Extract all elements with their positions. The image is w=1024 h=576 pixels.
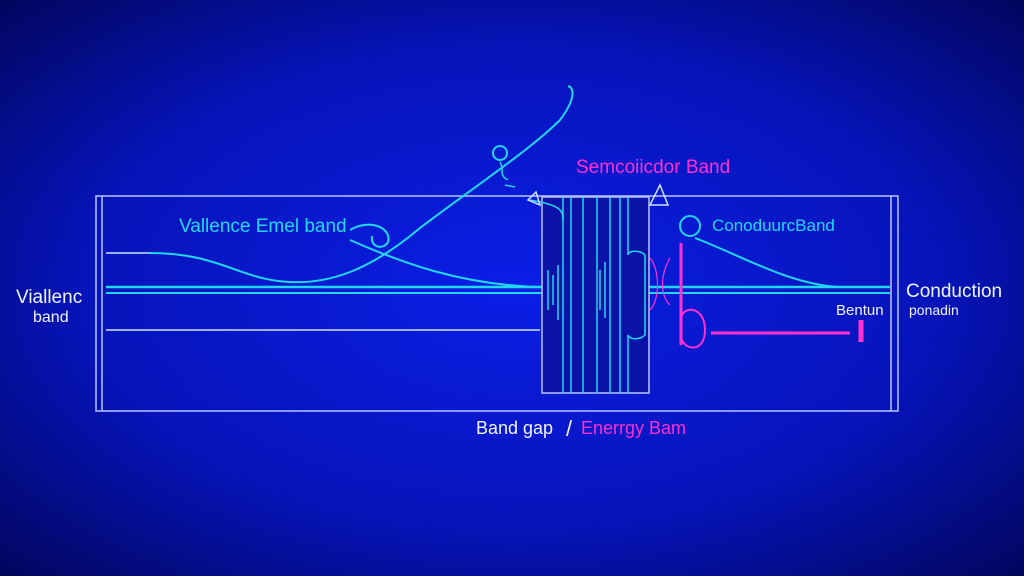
loop-icon xyxy=(492,145,508,161)
conduction-inner-label: ConoduurcBand xyxy=(712,216,835,235)
junction-marks xyxy=(649,243,864,349)
conduction-right-label: Conduction xyxy=(906,281,1002,302)
valence-band-lines xyxy=(106,85,890,331)
bentun-label: Bentun xyxy=(836,302,884,319)
band-frame xyxy=(95,195,899,412)
energy-label: Enerrgy Bam xyxy=(581,418,686,438)
valence-left-label: Viallenc xyxy=(16,287,82,308)
band-gap-label: Band gap xyxy=(476,418,553,438)
valence-inner-label: Vallence Emel band xyxy=(179,216,347,237)
loop-icon xyxy=(349,223,390,248)
diagram-title: Semcoiicdor Band xyxy=(576,157,730,178)
band-gap-block xyxy=(526,183,670,394)
conduction-curve xyxy=(679,215,841,288)
label-separator: / xyxy=(566,416,573,441)
valence-left-label-2: band xyxy=(33,309,69,326)
ponadin-label: ponadin xyxy=(909,302,959,318)
